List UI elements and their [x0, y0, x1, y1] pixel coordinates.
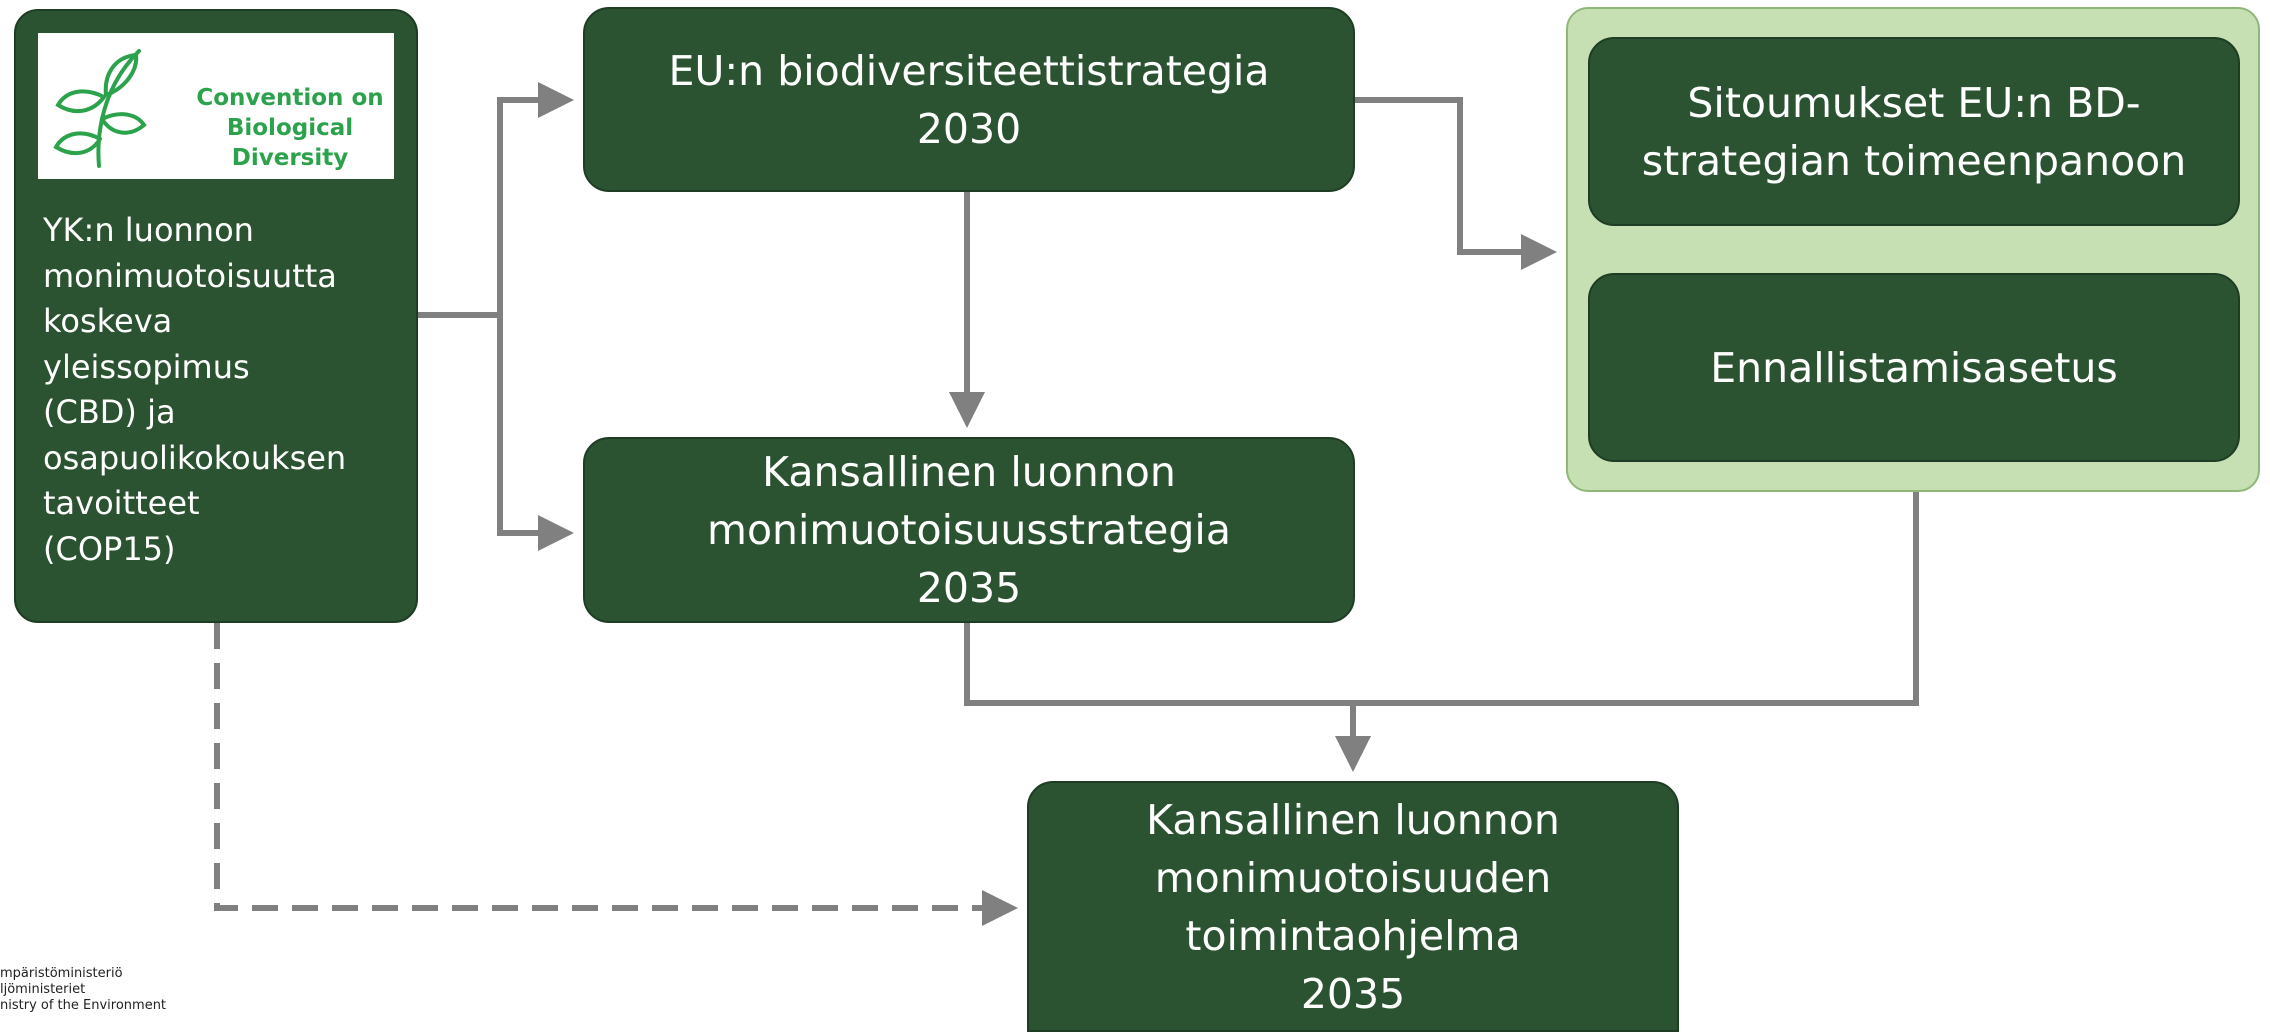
national-biodiversity-strategy-label: Kansallinen luonnon monimuotoisuusstrate…: [707, 448, 1231, 612]
cbd-logo: Convention on Biological Diversity: [38, 33, 394, 179]
connector-cbd-to-national: [497, 315, 574, 551]
connector-eu-to-group: [1355, 97, 1557, 270]
eu-commitments-box: Sitoumukset EU:n BD- strategian toimeenp…: [1588, 37, 2240, 226]
cbd-box: Convention on Biological Diversity YK:n …: [14, 9, 418, 623]
eu-biodiversity-strategy-box: EU:n biodiversiteettistrategia 2030: [583, 7, 1355, 192]
eu-commitments-label: Sitoumukset EU:n BD- strategian toimeenp…: [1641, 78, 2187, 185]
restoration-regulation-label: Ennallistamisasetus: [1710, 343, 2118, 392]
national-action-programme-label: Kansallinen luonnon monimuotoisuuden toi…: [1146, 795, 1560, 1018]
ministry-logo-text: mpäristöministeriö ljöministeriet nistry…: [0, 966, 167, 1013]
connector-cbd-to-action-dashed: [214, 623, 1018, 926]
cbd-description: YK:n luonnon monimuotoisuutta koskeva yl…: [43, 211, 347, 568]
connector-national-group-merge: [964, 492, 1919, 706]
restoration-regulation-box: Ennallistamisasetus: [1588, 273, 2240, 462]
cbd-leaf-icon: [53, 49, 147, 168]
national-action-programme-box: Kansallinen luonnon monimuotoisuuden toi…: [1027, 781, 1679, 1032]
connector-cbd-to-eu: [418, 82, 574, 318]
eu-biodiversity-strategy-label: EU:n biodiversiteettistrategia 2030: [668, 46, 1270, 153]
national-biodiversity-strategy-box: Kansallinen luonnon monimuotoisuusstrate…: [583, 437, 1355, 623]
cbd-logo-text: Convention on Biological Diversity: [196, 85, 384, 171]
